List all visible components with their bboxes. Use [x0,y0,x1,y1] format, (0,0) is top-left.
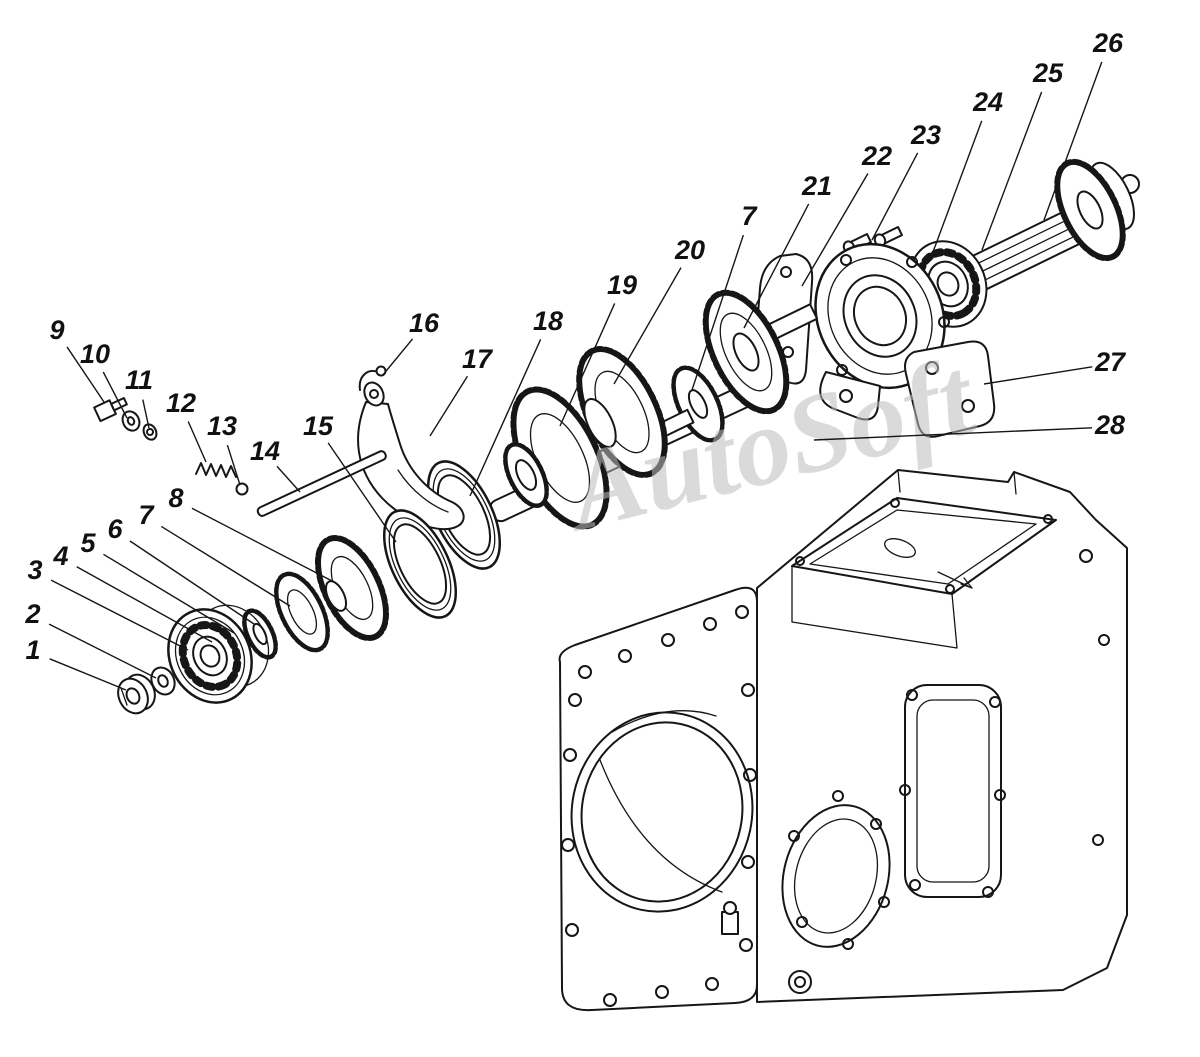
callout-label-2: 2 [24,599,40,629]
callout-leader-2 [48,623,157,679]
part-input-shaft-26 [934,158,1140,302]
callout-label-15: 15 [303,411,334,441]
callout-label-6: 6 [107,514,123,544]
callout-label-25: 25 [1032,58,1064,88]
callout-label-24: 24 [972,87,1003,117]
callout-label-11: 11 [125,365,153,395]
callout-leader-21 [743,203,810,329]
callout-label-7: 7 [138,500,155,530]
callout-label-12: 12 [166,388,196,418]
callout-leader-1 [49,658,127,691]
callout-leader-7 [160,525,291,607]
callout-label-4: 4 [52,541,68,571]
callout-leader-4 [76,566,213,643]
callout-leader-26 [1043,61,1103,221]
part-nut-1 [117,673,156,715]
callout-leader-27 [983,366,1093,385]
part-gear-19 [503,386,610,530]
callout-leader-24 [929,120,983,261]
callout-label-18: 18 [533,306,563,336]
part-rod-14 [256,450,387,517]
callout-label-1: 1 [25,635,40,665]
callout-leader-19 [559,303,616,427]
callout-leader-22 [801,173,869,287]
callout-label-5: 5 [80,528,96,558]
callout-label-23: 23 [910,120,941,150]
callout-label-27: 27 [1094,347,1127,377]
part-gear-8 [314,534,390,642]
callout-leader-18 [469,339,542,497]
callout-leader-6 [129,540,255,625]
part-gear-7-left [274,571,330,653]
callout-label-22: 22 [861,141,892,171]
part-washer-11 [142,423,158,441]
callout-label-13: 13 [207,411,237,441]
flange-bolt-holes [561,605,757,1007]
part-bearing-3-4-5 [167,604,270,704]
callout-leader-10 [102,371,128,419]
callout-label-26: 26 [1092,28,1124,58]
callout-label-9: 9 [49,315,64,345]
callout-label-7: 7 [741,201,758,231]
callout-label-19: 19 [607,270,637,300]
callout-leader-5 [103,553,235,634]
callout-label-10: 10 [80,339,110,369]
callout-leader-14 [276,465,301,493]
callout-leader-23 [871,152,919,241]
callout-leader-17 [429,375,469,437]
part-bracket-27 [904,340,996,438]
part-shift-fork-17 [357,381,465,531]
callout-leader-28 [813,427,1093,441]
callout-label-17: 17 [462,344,494,374]
part-ball-13 [235,482,249,496]
callout-leader-13 [226,444,241,486]
callout-label-20: 20 [674,235,705,265]
callout-label-21: 21 [801,171,832,201]
callout-leader-12 [187,421,207,463]
callout-label-16: 16 [409,308,440,338]
callout-leader-7 [691,234,745,391]
callout-label-28: 28 [1094,410,1125,440]
part-synchro-ring-15 [382,509,458,619]
callout-leader-25 [981,91,1043,251]
callout-label-8: 8 [168,483,183,513]
callout-leader-8 [191,507,335,583]
callout-leader-3 [50,579,189,651]
gearbox-housing [558,469,1128,1012]
callout-label-14: 14 [250,436,280,466]
callout-leader-16 [381,338,414,377]
callout-leader-9 [66,346,105,403]
callout-leader-11 [142,399,150,429]
part-washer-2 [150,666,176,696]
part-spring-12 [195,462,237,478]
callout-leader-20 [613,267,682,385]
part-gear-cluster-21 [650,289,819,443]
callout-label-3: 3 [27,555,42,585]
callout-leader-15 [327,442,397,543]
